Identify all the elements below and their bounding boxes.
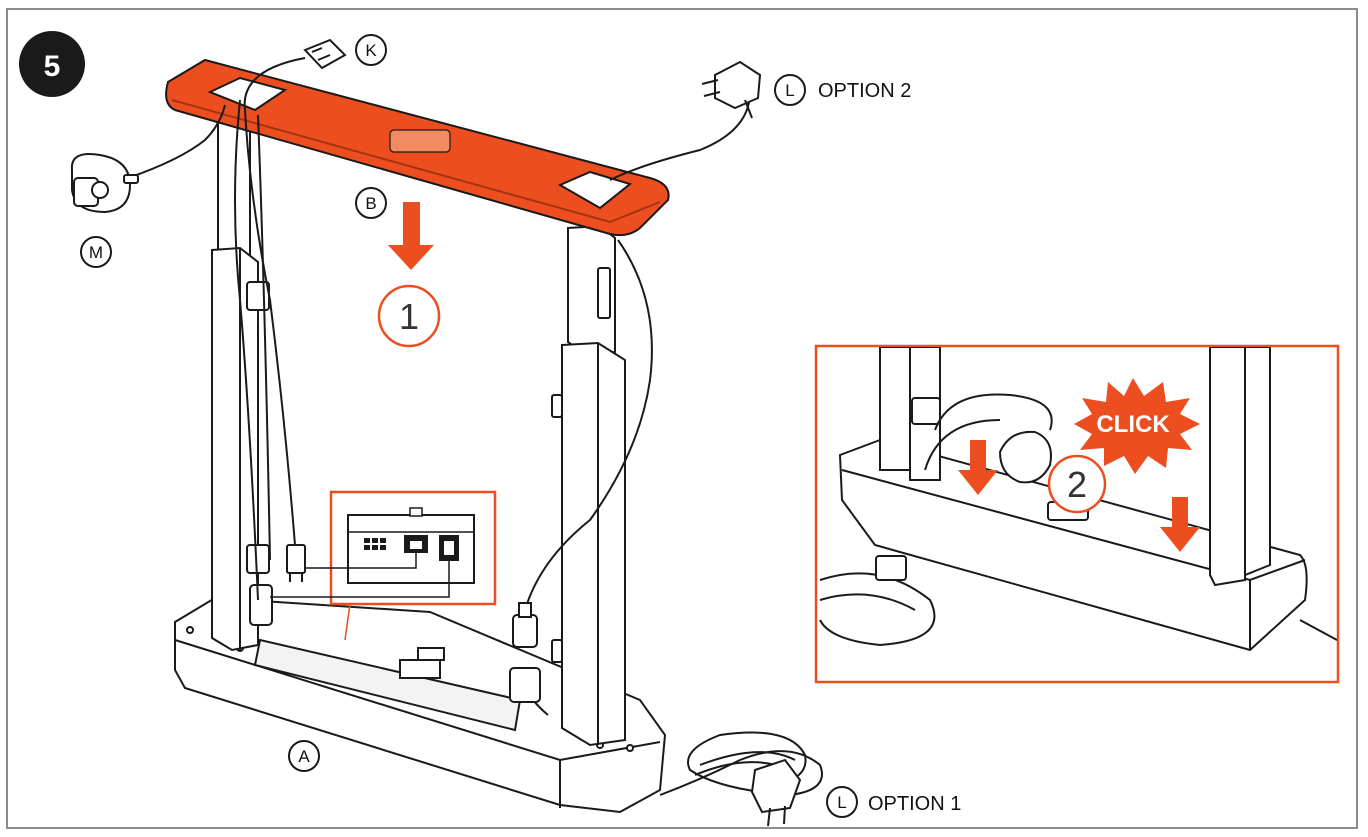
label-k-text: K [365, 41, 377, 60]
label-l-option-2: L OPTION 2 [774, 74, 911, 106]
control-box-inset [270, 490, 497, 641]
connector-m-sensor [70, 153, 139, 214]
step-number: 5 [44, 50, 61, 83]
down-arrow-b [388, 202, 434, 270]
rj45-plug-left-column [286, 544, 306, 582]
label-m: M [80, 236, 112, 268]
click-burst: CLICK [1074, 378, 1200, 474]
click-text: CLICK [1096, 411, 1170, 438]
option-2-text: OPTION 2 [818, 80, 911, 102]
label-b: B [355, 187, 387, 219]
label-l-top-text: L [785, 81, 794, 100]
plug-l-option-1 [750, 758, 802, 827]
detail-callout: CLICK 2 [814, 344, 1340, 684]
step-marker-1-text: 1 [399, 296, 419, 337]
label-a-text: A [298, 747, 310, 766]
label-a: A [288, 740, 320, 772]
step-marker-1: 1 [377, 284, 441, 348]
label-l-option-1: L OPTION 1 [826, 786, 961, 818]
power-connector-column [509, 602, 541, 703]
label-b-text: B [365, 194, 376, 213]
label-m-text: M [89, 243, 103, 262]
port-grid [364, 538, 386, 550]
label-l-bottom-text: L [837, 793, 846, 812]
step-badge: 5 [19, 31, 85, 97]
step-marker-2-text: 2 [1067, 464, 1087, 505]
label-k: K [355, 34, 387, 66]
connector-k-rj45 [303, 38, 347, 70]
right-leg-column [551, 224, 626, 747]
left-leg-column [211, 116, 273, 652]
step-marker-2: 2 [1047, 454, 1107, 514]
crossbar-top [165, 58, 670, 237]
plug-l-option-2 [701, 60, 762, 119]
option-1-text: OPTION 1 [868, 793, 961, 815]
